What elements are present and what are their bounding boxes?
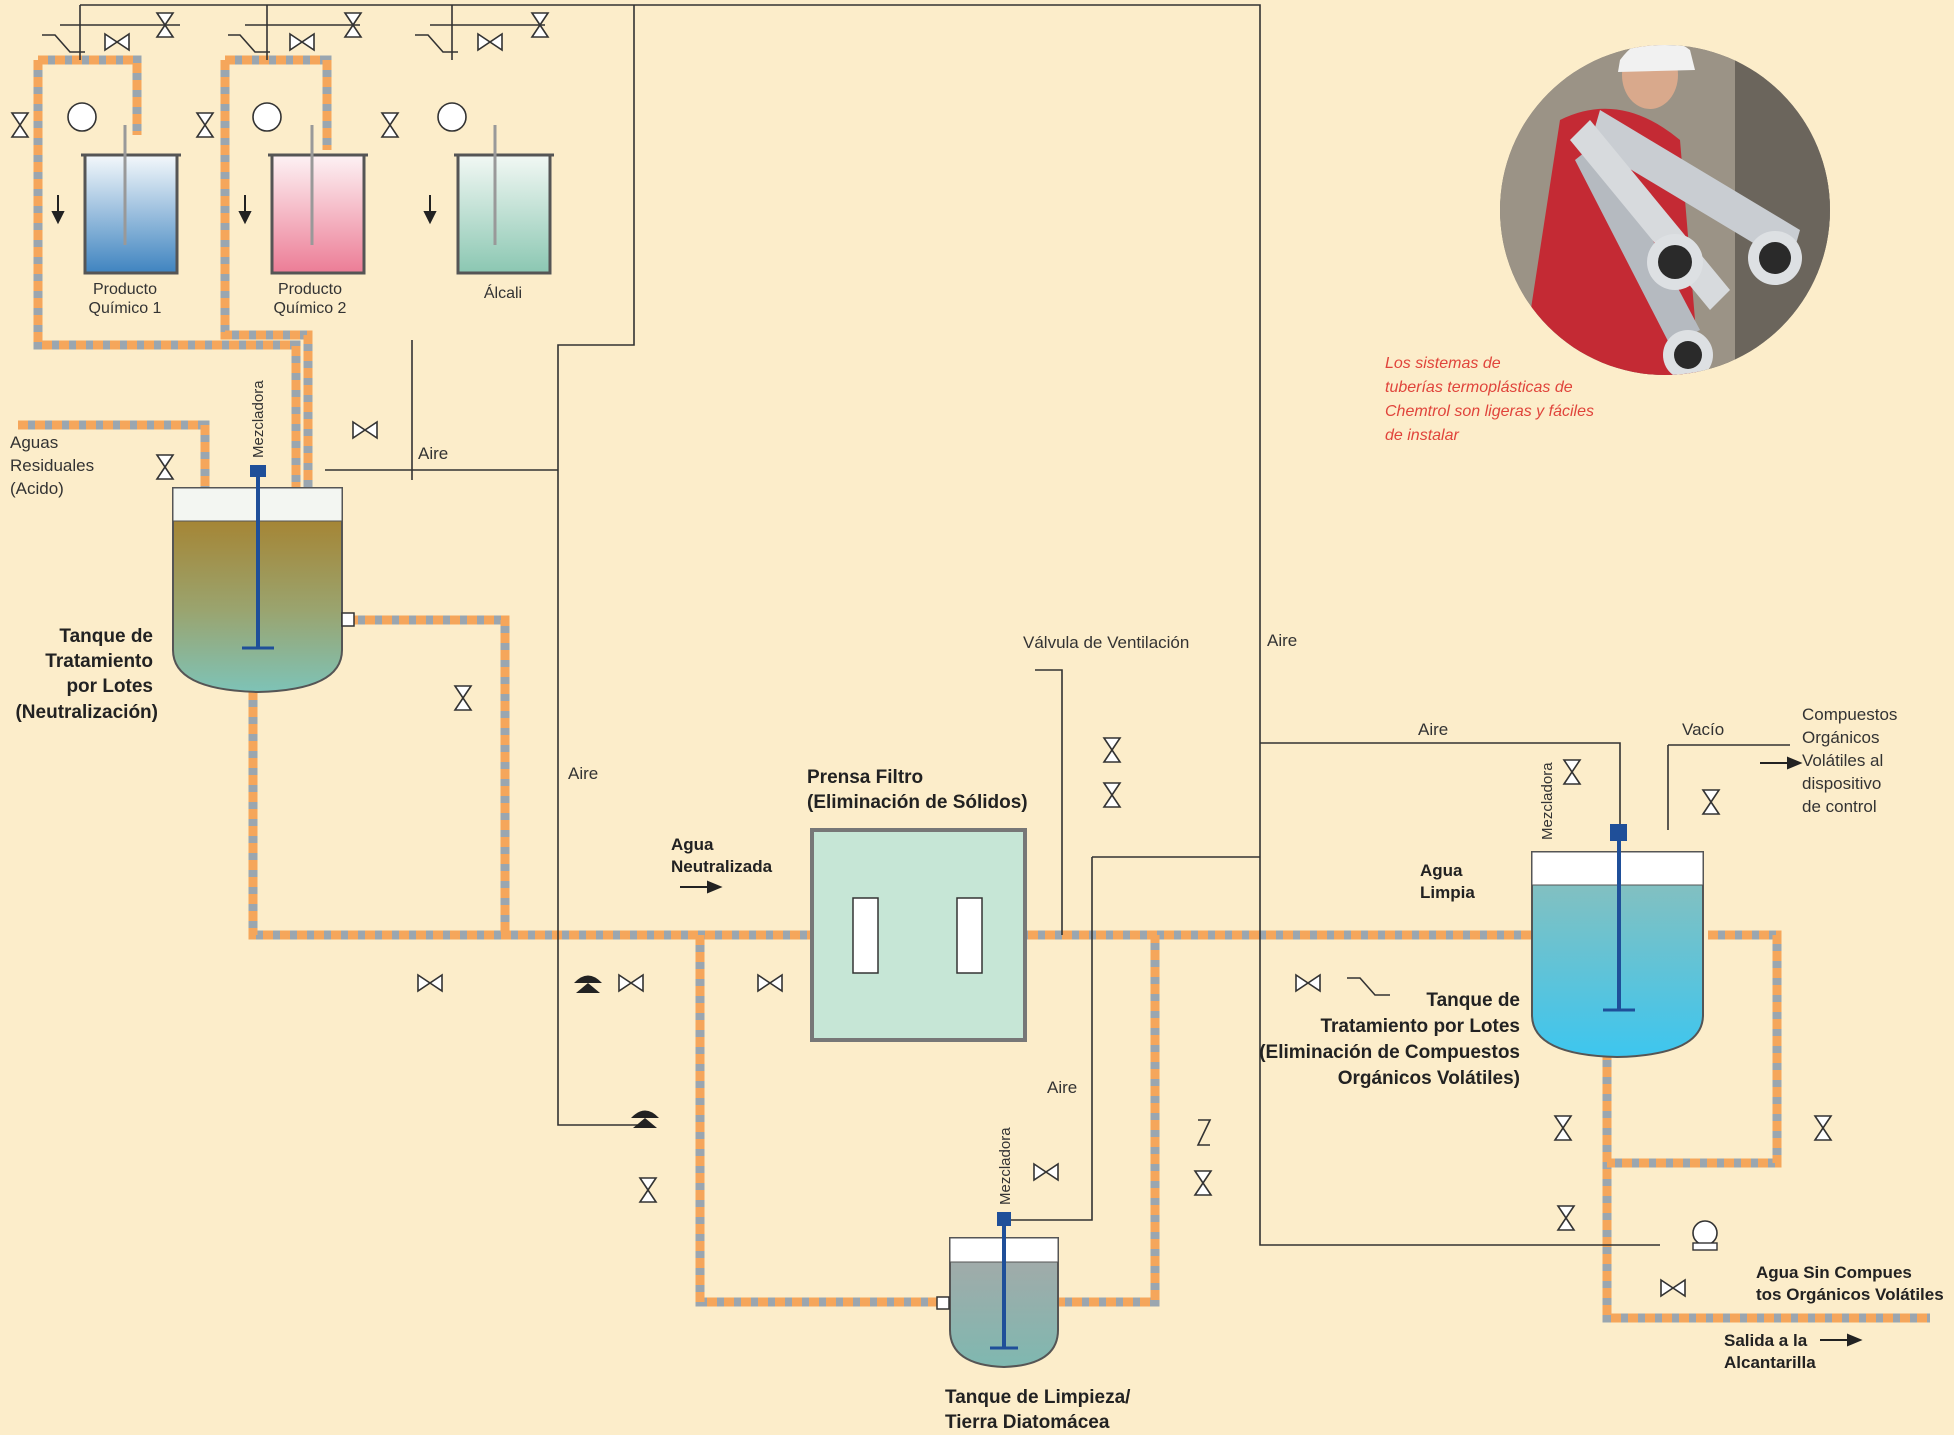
aire-label: Aire [1047, 1078, 1077, 1097]
voc-label: Tanque de Tratamiento por Lotes (Elimina… [1259, 990, 1520, 1089]
pump-icon [437, 102, 467, 132]
agua-sin-compuestos-label: Agua Sin Compues tos Orgánicos Volátiles [1756, 1263, 1944, 1304]
agua-neutralizada-label: Agua Neutralizada [671, 835, 773, 876]
photo-caption: Los sistemas de tuberías termoplásticas … [1385, 355, 1594, 444]
svg-text:Agua: Agua [671, 835, 714, 854]
pump-icon [252, 102, 282, 132]
aire-label: Aire [568, 764, 598, 783]
svg-text:Chemtrol son ligeras y fáciles: Chemtrol son ligeras y fáciles [1385, 403, 1594, 420]
filter-label-2: (Eliminación de Sólidos) [807, 792, 1028, 813]
mixer-label: Mezcladora [997, 1127, 1014, 1205]
tank-voc: Mezcladora [1531, 762, 1704, 1059]
svg-text:de instalar: de instalar [1385, 427, 1459, 444]
worker-photo [1500, 45, 1830, 375]
agua-limpia-label: Agua Limpia [1420, 861, 1475, 902]
svg-text:dispositivo: dispositivo [1802, 774, 1881, 793]
mixer-label: Mezcladora [1539, 762, 1556, 840]
aire-label: Aire [1418, 720, 1448, 739]
svg-text:tuberías termoplásticas de: tuberías termoplásticas de [1385, 379, 1573, 396]
svg-text:tos Orgánicos Volátiles: tos Orgánicos Volátiles [1756, 1285, 1944, 1304]
down-arrow-icon [51, 195, 437, 225]
svg-text:Aguas: Aguas [10, 433, 58, 452]
svg-text:(Neutralización): (Neutralización) [15, 702, 158, 723]
svg-text:Agua: Agua [1420, 861, 1463, 880]
cleaning-label-1: Tanque de Limpieza/ [945, 1387, 1131, 1408]
pump-icon [1692, 1220, 1718, 1251]
tank-alkali-label: Álcali [484, 283, 522, 302]
svg-text:Limpia: Limpia [1420, 883, 1475, 902]
svg-text:(Acido): (Acido) [10, 479, 64, 498]
svg-text:Tanque de: Tanque de [59, 626, 153, 647]
tank-alkali: Álcali [437, 102, 554, 302]
salida-label: Salida a la Alcantarilla [1724, 1331, 1816, 1372]
svg-text:Orgánicos: Orgánicos [1802, 728, 1879, 747]
mixer-label: Mezcladora [250, 380, 267, 458]
svg-text:Salida a la: Salida a la [1724, 1331, 1808, 1350]
svg-text:Tanque de: Tanque de [1426, 990, 1520, 1011]
pipe-network [18, 55, 1930, 1323]
vacio-label: Vacío [1682, 720, 1724, 739]
air-lines [60, 4, 1790, 1246]
tank-chem2-label-2: Químico 2 [274, 300, 347, 317]
tank-cleaning: Mezcladora [936, 1127, 1059, 1369]
tank-chem2: Producto Químico 2 [252, 102, 368, 317]
svg-text:Orgánicos Volátiles): Orgánicos Volátiles) [1338, 1068, 1520, 1089]
svg-text:Neutralizada: Neutralizada [671, 857, 773, 876]
pump-icon [67, 102, 97, 132]
svg-text:Volátiles al: Volátiles al [1802, 751, 1883, 770]
right-arrow-icon [680, 756, 1863, 1347]
tank-chem1-label-1: Producto [93, 281, 157, 298]
svg-text:Compuestos: Compuestos [1802, 705, 1897, 724]
vent-valve-label: Válvula de Ventilación [1023, 633, 1189, 652]
tank-chem2-label-1: Producto [278, 281, 342, 298]
compuestos-label: Compuestos Orgánicos Volátiles al dispos… [1802, 705, 1897, 816]
svg-text:Residuales: Residuales [10, 456, 94, 475]
tank-chem1-label-2: Químico 1 [89, 300, 162, 317]
tank-chem1: Producto Químico 1 [67, 102, 181, 317]
svg-text:Agua Sin Compues: Agua Sin Compues [1756, 1263, 1912, 1282]
filter-press [810, 828, 1027, 1042]
svg-text:por Lotes: por Lotes [66, 676, 153, 697]
svg-text:Tratamiento: Tratamiento [45, 651, 153, 672]
cleaning-label-2: Tierra Diatomácea [945, 1412, 1110, 1433]
svg-text:de control: de control [1802, 797, 1877, 816]
check-valve-icons [42, 34, 1390, 1146]
svg-text:Alcantarilla: Alcantarilla [1724, 1353, 1816, 1372]
aire-label: Aire [1267, 631, 1297, 650]
svg-text:Tratamiento por Lotes: Tratamiento por Lotes [1320, 1016, 1520, 1037]
tank-neutralization: Mezcladora [172, 380, 355, 694]
neutralization-label: Tanque de Tratamiento por Lotes (Neutral… [15, 626, 158, 723]
svg-text:(Eliminación de Compuestos: (Eliminación de Compuestos [1259, 1042, 1520, 1063]
svg-text:Los sistemas de: Los sistemas de [1385, 355, 1501, 372]
filter-label-1: Prensa Filtro [807, 767, 923, 788]
control-valve-icons [574, 975, 659, 1128]
aire-label: Aire [418, 444, 448, 463]
aguas-residuales-label: Aguas Residuales (Acido) [10, 433, 94, 498]
